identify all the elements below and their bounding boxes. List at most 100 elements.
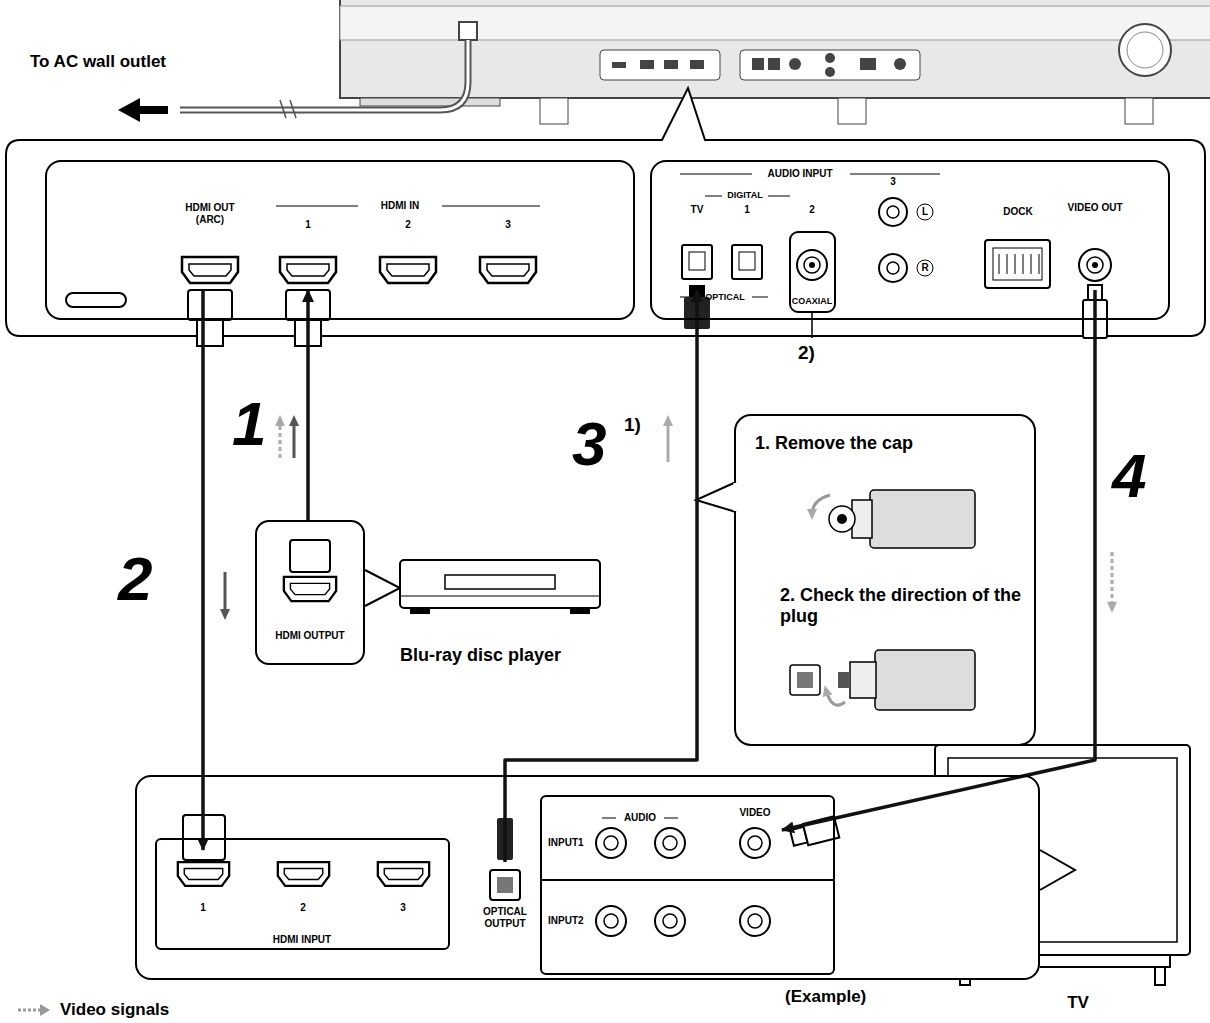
plug-instructions (838, 672, 850, 688)
callout-number: 2) (798, 342, 838, 364)
blu-ray-player (284, 577, 336, 601)
port-number: 2 (802, 204, 822, 216)
tv-panel (497, 877, 513, 893)
rear-panel-callout (1092, 262, 1098, 268)
rear-panel-callout (480, 257, 536, 283)
tv-panel (604, 914, 618, 928)
power-cord (280, 100, 296, 118)
port-number: 3 (496, 219, 520, 231)
port-label: HDMI OUT (ARC) (174, 202, 246, 225)
cable (306, 290, 310, 520)
tv-panel (604, 836, 618, 850)
signal-arrows (279, 420, 282, 458)
rear-panel-callout (682, 245, 712, 279)
port-number: 1 (737, 204, 757, 216)
port-label: AUDIO (616, 812, 664, 824)
plug-instructions (734, 483, 737, 511)
rear-panel-callout (993, 248, 1042, 280)
port-label: DOCK (993, 206, 1043, 218)
rear-panel-callout (887, 262, 899, 274)
instruction: 2. Check the direction of the plug (780, 585, 1025, 626)
plug-instructions (790, 665, 820, 695)
port-label: VIDEO OUT (1067, 202, 1123, 214)
port-label: AUDIO INPUT (745, 168, 855, 180)
signal-arrows (224, 572, 227, 615)
hdmi-out-port: HDMI OUT (ARC) (172, 198, 248, 290)
video-out-port: VIDEO OUT (1065, 200, 1125, 290)
hdmi-in-port: 1 (278, 215, 338, 290)
device-name: Blu-ray disc player (400, 645, 620, 666)
tv-panel (596, 906, 626, 936)
legend-sample (40, 1004, 50, 1016)
step-number: 3 (572, 408, 622, 479)
tv-panel (748, 914, 762, 928)
blu-ray-player (570, 608, 590, 614)
soundbar (860, 58, 876, 70)
video-in-jack: VIDEO (728, 805, 782, 863)
rear-panel-callout (689, 252, 705, 270)
cable (201, 290, 205, 850)
blu-ray-player (365, 570, 400, 606)
step-number: 4 (1112, 440, 1162, 511)
rear-panel-callout (732, 245, 762, 279)
power-cord (118, 98, 168, 122)
step-number: 1 (232, 388, 282, 459)
rear-panel-callout (739, 252, 755, 270)
tv (1155, 967, 1165, 985)
rear-panel-callout (797, 250, 827, 280)
channel-label: R (918, 262, 932, 274)
plug-instructions (735, 415, 1035, 745)
tv-panel (748, 836, 762, 850)
cable-plugs (188, 285, 1107, 346)
blu-ray-player (290, 540, 330, 572)
tv-panel (541, 879, 834, 881)
optical-in-port: TV (677, 200, 717, 290)
plug-instructions (696, 415, 1035, 745)
av-input-group: AUDIOINPUT1INPUT2VIDEO (540, 795, 835, 975)
soundbar (894, 58, 906, 70)
plug-instructions (850, 662, 876, 698)
instruction: 1. Remove the cap (755, 433, 1015, 454)
rear-panel-callout (1087, 257, 1103, 273)
tv-panel (596, 828, 770, 936)
legend-sample (18, 1009, 40, 1012)
rear-panel-callout (999, 254, 1039, 274)
soundbar (1125, 98, 1153, 124)
hdmi-input-group: HDMI INPUT1 (155, 838, 450, 950)
blu-ray-player (400, 560, 600, 608)
tv-panel (663, 914, 677, 928)
tv-panel (655, 906, 685, 936)
power-cord (180, 40, 468, 110)
rear-panel-callout (280, 257, 336, 283)
optical-out-port: OPTICAL OUTPUT (462, 862, 548, 942)
soundbar (1127, 32, 1163, 68)
soundbar (1119, 24, 1171, 76)
rear-panel-callout (917, 204, 933, 220)
power-cord (180, 40, 468, 110)
tv-panel (278, 862, 329, 886)
channel-label: L (918, 206, 932, 218)
tv-panel (596, 828, 626, 858)
soundbar (600, 50, 720, 80)
tv-panel (135, 775, 1040, 980)
rear-panel-callout (66, 293, 126, 307)
soundbar (768, 58, 780, 70)
tv-panel (490, 870, 520, 900)
plug-instructions (875, 650, 975, 710)
blu-ray-player (410, 608, 430, 614)
soundbar (540, 98, 568, 124)
port-label: OPTICAL (698, 292, 752, 302)
soundbar (825, 67, 835, 77)
plug-instructions (870, 490, 975, 548)
rear-panel-callout (6, 88, 1205, 338)
port-label: 1 (296, 219, 320, 231)
callout-number: 1) (624, 414, 660, 436)
tv-hdmi-port: 1 (172, 850, 234, 920)
blu-ray-player (284, 540, 600, 614)
cable-plugs (188, 290, 232, 320)
soundbar (752, 58, 764, 70)
soundbar (740, 50, 920, 80)
